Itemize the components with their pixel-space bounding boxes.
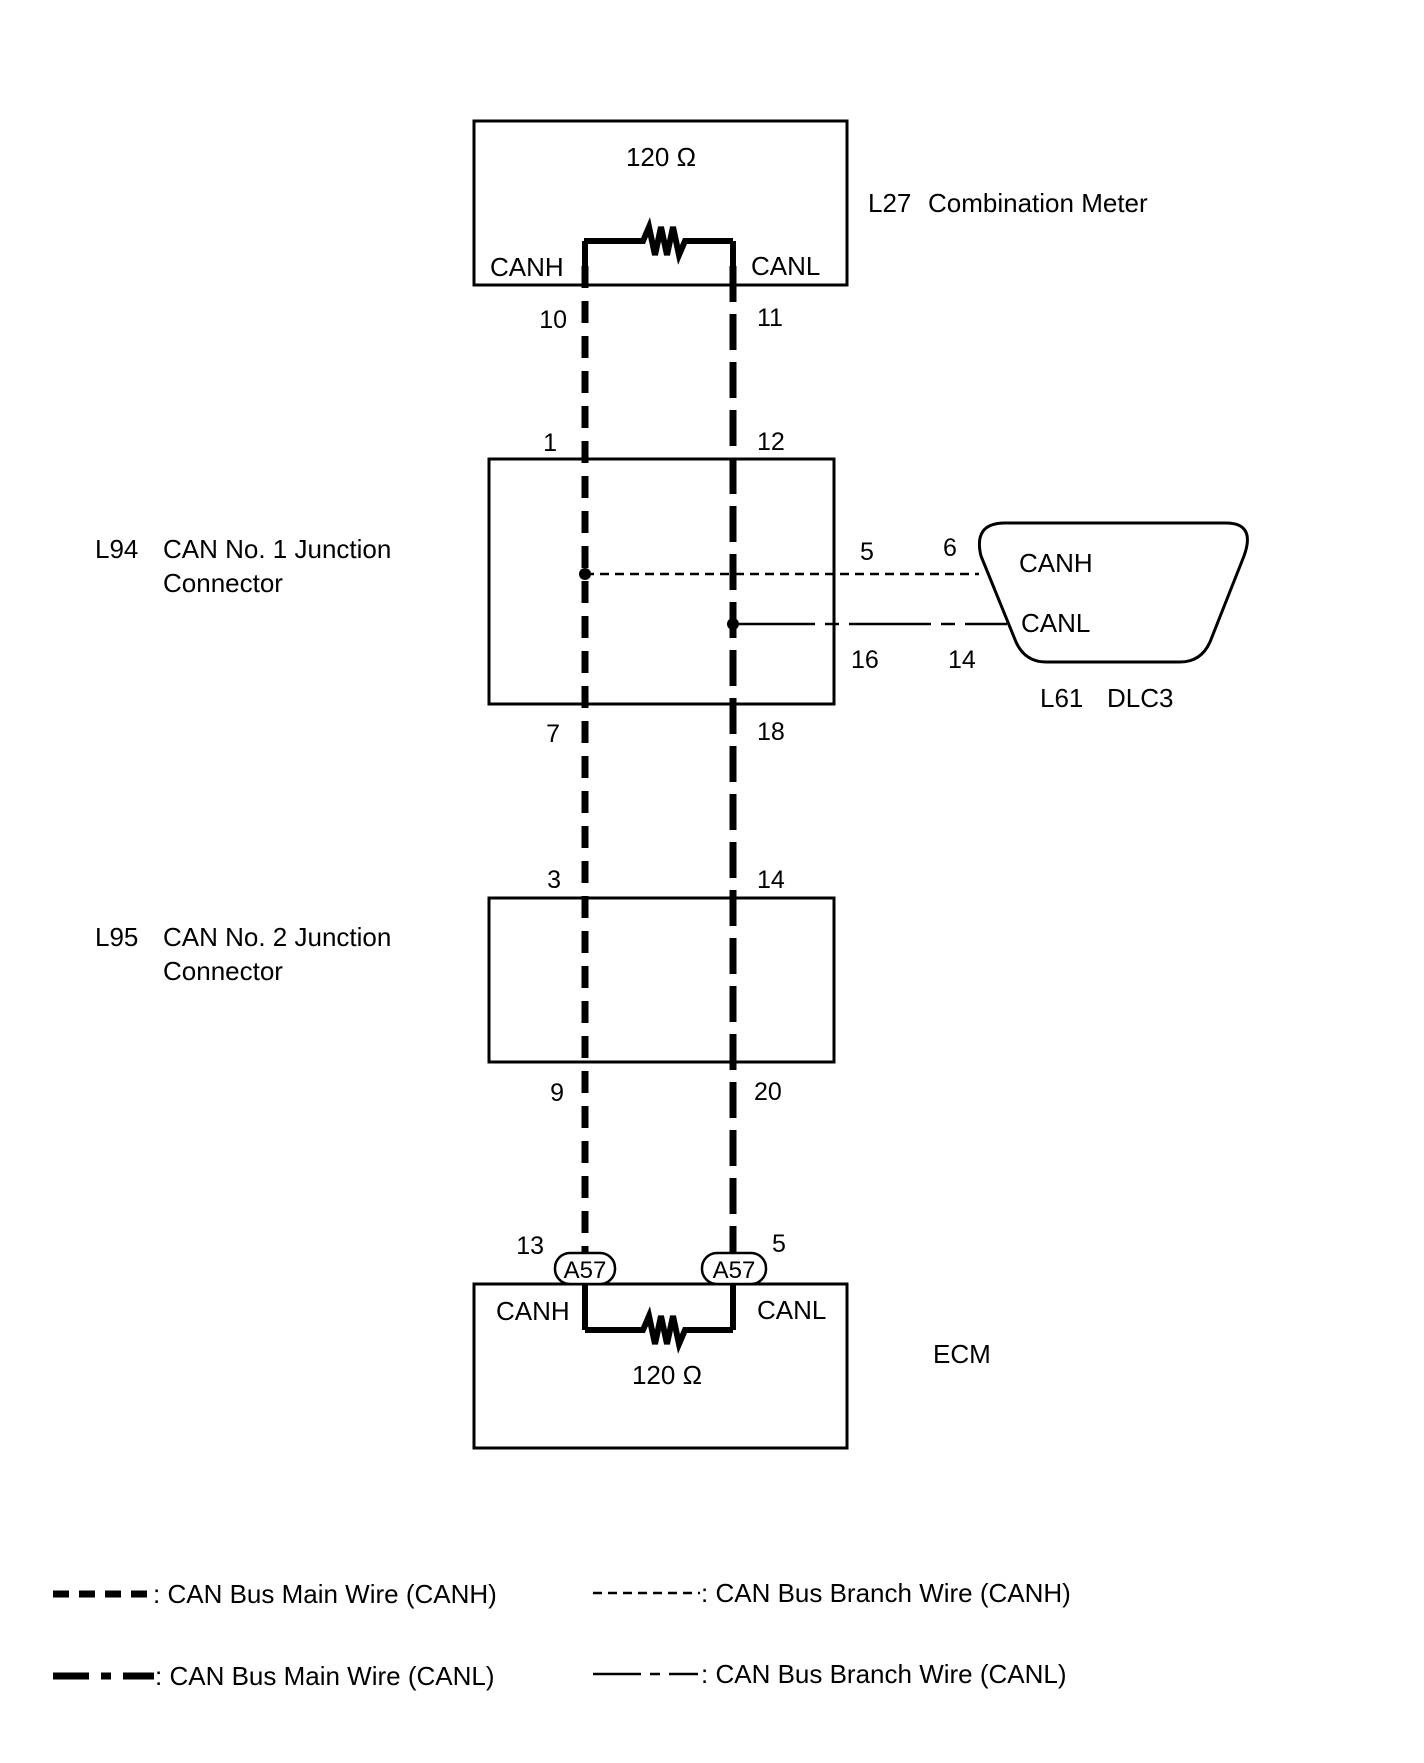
l95-code: L95 bbox=[95, 922, 138, 952]
legend: : CAN Bus Main Wire (CANH) : CAN Bus Mai… bbox=[53, 1578, 1071, 1691]
l94-name-line1: CAN No. 1 Junction bbox=[163, 534, 391, 564]
l27-canh-label: CANH bbox=[490, 252, 564, 282]
l94-junction-connector: L94 CAN No. 1 Junction Connector 1 12 7 … bbox=[95, 428, 879, 748]
l94-pin-branch-canl: 16 bbox=[851, 646, 879, 674]
l95-junction-connector: L95 CAN No. 2 Junction Connector 3 14 9 … bbox=[95, 866, 836, 1107]
l27-pin-canl: 11 bbox=[757, 304, 783, 332]
l27-canl-label: CANL bbox=[751, 251, 820, 281]
legend-branch-canl: : CAN Bus Branch Wire (CANL) bbox=[701, 1659, 1067, 1689]
ecm-pin-canh: 13 bbox=[516, 1232, 544, 1260]
ecm-canl-label: CANL bbox=[757, 1295, 826, 1325]
l95-pin-top-canl: 14 bbox=[757, 866, 785, 894]
l94-pin-bottom-canl: 18 bbox=[757, 718, 785, 746]
l27-resistor-label: 120 Ω bbox=[626, 142, 696, 172]
l61-dlc3-outline bbox=[978, 521, 1249, 664]
l27-name: Combination Meter bbox=[928, 188, 1148, 218]
l61-code: L61 bbox=[1040, 683, 1083, 713]
l94-box bbox=[487, 457, 836, 706]
ecm-connector-canl-label: A57 bbox=[713, 1257, 756, 1284]
l94-pin-top-canl: 12 bbox=[757, 428, 785, 456]
ecm: A57 A57 13 5 CANH CANL 120 Ω ECM bbox=[472, 1230, 991, 1450]
l61-pin-canl: 14 bbox=[948, 646, 976, 674]
l95-box bbox=[487, 896, 836, 1064]
l95-pin-top-canh: 3 bbox=[547, 866, 561, 894]
l27-code: L27 bbox=[868, 188, 911, 218]
ecm-box bbox=[472, 1282, 849, 1450]
ecm-pin-canl: 5 bbox=[772, 1230, 786, 1258]
l95-pin-bottom-canl: 20 bbox=[754, 1078, 782, 1106]
l95-pin-bottom-canh: 9 bbox=[550, 1079, 564, 1107]
legend-main-canh: : CAN Bus Main Wire (CANH) bbox=[153, 1579, 497, 1609]
l94-pin-top-canh: 1 bbox=[543, 429, 557, 457]
l27-resistor-wire bbox=[584, 217, 733, 265]
legend-branch-canh: : CAN Bus Branch Wire (CANH) bbox=[701, 1578, 1071, 1608]
l61-canh-label: CANH bbox=[1019, 548, 1093, 578]
legend-main-canl: : CAN Bus Main Wire (CANL) bbox=[155, 1661, 495, 1691]
l94-name-line2: Connector bbox=[163, 568, 283, 598]
ecm-resistor-wire bbox=[585, 1306, 733, 1354]
ecm-resistor-label: 120 Ω bbox=[632, 1360, 702, 1390]
l95-name-line1: CAN No. 2 Junction bbox=[163, 922, 391, 952]
l94-pin-branch-canh: 5 bbox=[860, 538, 874, 566]
ecm-canh-label: CANH bbox=[496, 1296, 570, 1326]
l61-dlc3: CANH CANL 6 14 L61 DLC3 bbox=[943, 521, 1249, 713]
ecm-name: ECM bbox=[933, 1339, 991, 1369]
l27-box bbox=[472, 119, 849, 287]
l27-combination-meter: 120 Ω CANH CANL L27 Combination Meter 10… bbox=[472, 119, 1148, 334]
l61-pin-canh: 6 bbox=[943, 534, 957, 562]
l61-canl-label: CANL bbox=[1021, 608, 1090, 638]
l94-pin-bottom-canh: 7 bbox=[546, 720, 560, 748]
l94-code: L94 bbox=[95, 534, 138, 564]
ecm-connector-canh-label: A57 bbox=[564, 1257, 607, 1284]
l27-pin-canh: 10 bbox=[539, 306, 567, 334]
l95-name-line2: Connector bbox=[163, 956, 283, 986]
l61-name: DLC3 bbox=[1107, 683, 1173, 713]
